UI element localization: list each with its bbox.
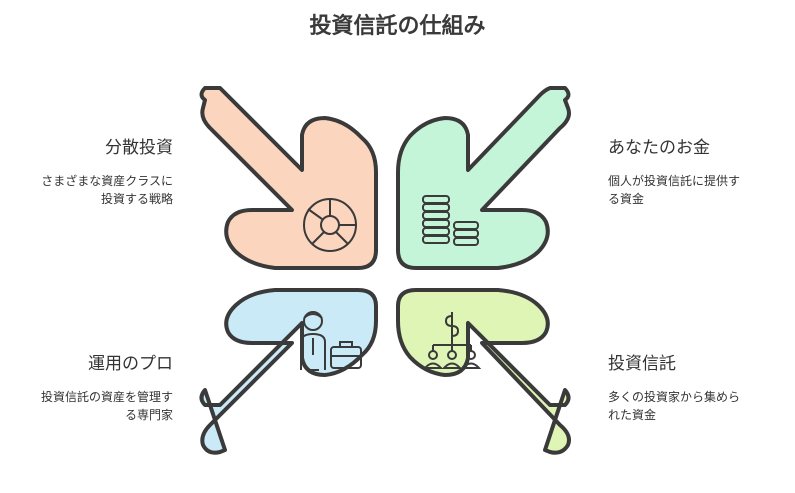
arrow-top-right <box>396 86 571 270</box>
desc-investment-trust: 多くの投資家から集めら れた資金 <box>608 388 788 424</box>
desc-diversified-investment: さまざまな資産クラスに 投資する戦略 <box>0 172 173 208</box>
heading-diversified-investment: 分散投資 <box>105 138 173 158</box>
desc-your-money: 個人が投資信託に提供す る資金 <box>608 172 788 208</box>
desc-line-2: れた資金 <box>608 408 657 422</box>
desc-line-1: 個人が投資信託に提供す <box>608 174 741 188</box>
heading-investment-professional: 運用のプロ <box>88 354 173 374</box>
desc-line-1: さまざまな資産クラスに <box>41 174 173 188</box>
label-investment-professional: 運用のプロ 投資信託の資産を管理す る専門家 <box>0 349 173 424</box>
arrow-bottom-right <box>396 288 571 455</box>
label-your-money: あなたのお金 個人が投資信託に提供す る資金 <box>608 133 788 208</box>
arrow-top-left <box>199 86 378 270</box>
coin-stacks-icon <box>422 195 479 246</box>
heading-your-money: あなたのお金 <box>608 138 710 158</box>
desc-investment-professional: 投資信託の資産を管理す る専門家 <box>0 388 173 424</box>
desc-line-1: 多くの投資家から集めら <box>608 390 741 404</box>
investor-network-icon <box>422 312 482 369</box>
businessman-icon <box>300 311 362 371</box>
arrow-bottom-left <box>199 288 378 455</box>
page-title: 投資信託の仕組み <box>309 14 486 39</box>
desc-line-2: る専門家 <box>124 408 173 422</box>
label-diversified-investment: 分散投資 さまざまな資産クラスに 投資する戦略 <box>0 133 173 208</box>
heading-investment-trust: 投資信託 <box>608 354 676 374</box>
label-investment-trust: 投資信託 多くの投資家から集めら れた資金 <box>608 349 788 424</box>
desc-line-2: 投資する戦略 <box>100 192 173 206</box>
pie-chart-icon <box>303 198 357 252</box>
desc-line-2: る資金 <box>608 192 645 206</box>
desc-line-1: 投資信託の資産を管理す <box>40 390 173 404</box>
